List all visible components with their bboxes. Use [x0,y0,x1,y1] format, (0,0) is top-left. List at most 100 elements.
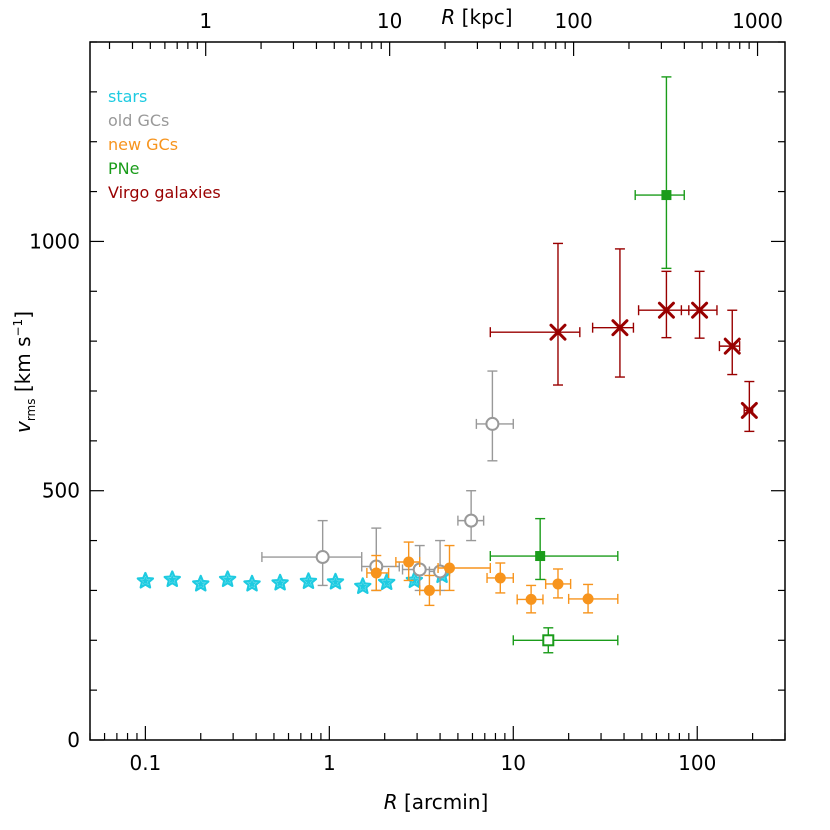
cross-marker [549,323,567,341]
plot-frame [89,41,786,741]
label-symbol: R [384,790,398,814]
star-marker-core [247,579,257,588]
data-point [366,554,390,592]
y-label-subscript: rms [24,399,38,422]
series-pne [489,76,685,581]
star-marker [354,577,372,595]
star-marker-core [358,581,368,591]
data-point [637,270,690,339]
data-series [136,76,758,654]
legend-entry: new GCs [108,135,178,154]
data-point [544,568,572,599]
x-axis-label: R [arcmin] [384,790,489,814]
y-label-units: [km s [11,336,35,398]
star-marker-core [382,577,392,587]
data-point [192,574,210,592]
cross-marker [691,301,709,319]
star-marker [299,572,318,590]
data-point [163,570,181,588]
data-point [489,242,581,386]
star-marker-core [303,576,314,586]
open-square-marker [542,634,555,647]
svg-text:R [arcmin]: R [arcmin] [384,790,489,814]
y-label-superscript: −1 [11,319,25,337]
data-point [395,541,421,582]
legend-entry: Virgo galaxies [108,183,221,202]
data-point [326,572,345,590]
top-x-axis-label: R [kpc] [441,5,512,29]
data-point [457,490,485,542]
series-virgo-galaxies [489,242,758,433]
x-tick-label: 0.1 [129,751,161,775]
y-tick-label: 0 [67,728,80,752]
x-tick-label: 1 [323,751,336,775]
star-marker-core [196,579,206,588]
open-circle-marker [315,550,330,565]
x-tick-label: 10 [501,751,526,775]
filled-circle-marker [403,556,415,568]
star-marker-core [409,575,419,585]
data-point [271,573,289,591]
data-point [475,370,514,462]
svg-text:R [kpc]: R [kpc] [441,5,512,29]
data-point [377,573,396,591]
top-tick-label: 10 [377,9,402,33]
data-point [512,627,619,654]
series-old-gcs [261,370,514,592]
cross-marker [611,319,629,337]
data-point [218,570,237,588]
data-point [567,583,619,614]
label-units: [kpc] [455,5,512,29]
data-point [299,572,318,590]
series-stars [136,566,451,595]
star-marker-core [140,576,150,585]
filled-circle-marker [582,593,594,605]
star-marker [243,574,261,592]
star-marker [136,571,155,589]
cross-marker [723,337,741,355]
data-point [680,270,718,339]
star-marker [218,570,237,588]
filled-circle-marker [552,578,564,590]
filled-circle-marker [494,572,506,584]
star-marker-core [223,574,233,584]
star-marker [326,572,345,590]
open-circle-marker [485,416,500,431]
data-point [419,574,441,607]
star-marker [377,573,396,591]
y-tick-label: 1000 [29,229,80,253]
data-point [516,584,544,614]
data-point [489,517,619,581]
filled-circle-marker [423,584,435,596]
data-point [718,309,741,376]
y-axis-label: vrms [km s−1] [11,311,38,433]
star-marker [163,570,181,588]
data-point [634,76,685,270]
top-tick-label: 1000 [732,9,783,33]
legend-entry: stars [108,87,147,106]
top-tick-label: 100 [555,9,593,33]
data-point [740,380,758,433]
filled-circle-marker [525,593,537,605]
x-tick-label: 100 [678,751,716,775]
star-marker [192,574,210,592]
data-point [437,544,491,592]
open-circle-marker [464,513,479,528]
data-point [136,571,155,589]
y-label-symbol: v [11,420,35,433]
star-marker-core [330,577,341,586]
filled-square-marker [535,551,546,562]
filled-square-marker [661,190,672,201]
label-symbol: R [441,5,455,29]
legend-entry: old GCs [108,111,169,130]
star-marker [271,573,289,591]
cross-marker [740,401,758,419]
y-tick-label: 500 [42,479,80,503]
data-point [243,574,261,592]
axis-ticks: 0.1 1 10 100 1 10 100 1000 0 500 1000 [29,9,786,775]
top-tick-label: 1 [199,9,212,33]
star-marker-core [275,578,285,587]
star-marker-core [167,574,177,584]
